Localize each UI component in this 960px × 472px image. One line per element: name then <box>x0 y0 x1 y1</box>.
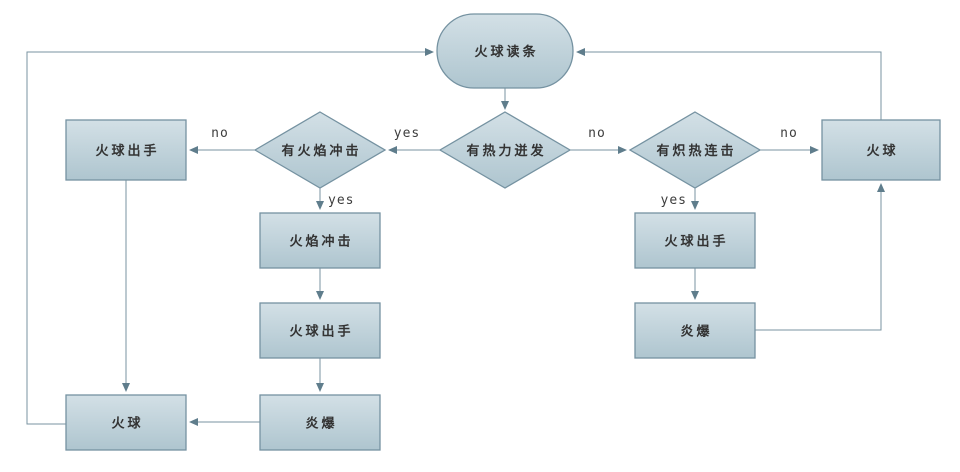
process-rect-shape <box>821 119 941 181</box>
flowchart-node-bottom-fireball: 火球 <box>65 394 187 451</box>
connector-line <box>26 48 434 425</box>
flowchart-node-start: 火球读条 <box>436 13 574 89</box>
edge-d-left-to-left-fireball-cast: no <box>189 126 255 154</box>
edge-label-no: no <box>780 126 798 141</box>
process-rect-shape <box>65 119 187 181</box>
stadium-shape <box>436 13 574 89</box>
node-label: 火球读条 <box>474 44 538 60</box>
connector-line <box>576 48 882 120</box>
edge-d-center-to-d-right: no <box>570 126 627 154</box>
node-label: 有热力迸发 <box>466 143 546 159</box>
flowchart-node-d-right: 有炽热连击 <box>628 111 762 189</box>
process-rect-shape <box>634 212 756 269</box>
edge-d-right-to-right-fireball-cast: yes <box>661 188 699 210</box>
connector-line <box>755 183 885 331</box>
flowchart-node-right-fireball: 火球 <box>821 119 941 181</box>
flowchart-node-d-center: 有热力迸发 <box>438 111 572 189</box>
node-label: 火球出手 <box>95 143 159 159</box>
flowchart-node-right-pyroblast: 炎爆 <box>634 302 756 359</box>
node-label: 炎爆 <box>680 324 712 340</box>
node-label: 火球 <box>866 143 898 159</box>
edge-label-yes: yes <box>394 126 420 141</box>
node-label: 火球 <box>111 416 143 432</box>
edge-bottom-fireball-to-start <box>26 48 434 425</box>
diamond-shape <box>253 111 387 189</box>
edge-right-pyroblast-to-right-fireball <box>755 183 885 331</box>
edge-label-yes: yes <box>328 193 354 208</box>
process-rect-shape <box>259 394 381 451</box>
diamond-shape <box>438 111 572 189</box>
edge-right-fireball-to-start <box>576 48 882 120</box>
process-rect-shape <box>259 302 381 359</box>
node-label: 有火焰冲击 <box>281 143 361 159</box>
edge-d-center-to-d-left: yes <box>388 126 440 154</box>
flowchart-node-d-left: 有火焰冲击 <box>253 111 387 189</box>
flowchart-node-mid-fireblast: 火焰冲击 <box>259 212 381 269</box>
flowchart-node-right-fireball-cast: 火球出手 <box>634 212 756 269</box>
edge-label-no: no <box>588 126 606 141</box>
node-label: 火球出手 <box>289 324 353 340</box>
edge-d-left-to-mid-fireblast: yes <box>316 188 354 210</box>
diamond-shape <box>628 111 762 189</box>
process-rect-shape <box>65 394 187 451</box>
node-label: 火焰冲击 <box>289 234 353 250</box>
node-label: 有炽热连击 <box>656 143 736 159</box>
edge-label-no: no <box>211 126 229 141</box>
process-rect-shape <box>634 302 756 359</box>
node-label: 炎爆 <box>305 416 337 432</box>
edge-d-right-to-right-fireball: no <box>760 126 819 154</box>
flowchart-node-left-fireball-cast: 火球出手 <box>65 119 187 181</box>
node-label: 火球出手 <box>664 234 728 250</box>
process-rect-shape <box>259 212 381 269</box>
edge-label-yes: yes <box>661 193 687 208</box>
flowchart-node-mid-pyroblast: 炎爆 <box>259 394 381 451</box>
flowchart-node-mid-fireball-cast: 火球出手 <box>259 302 381 359</box>
